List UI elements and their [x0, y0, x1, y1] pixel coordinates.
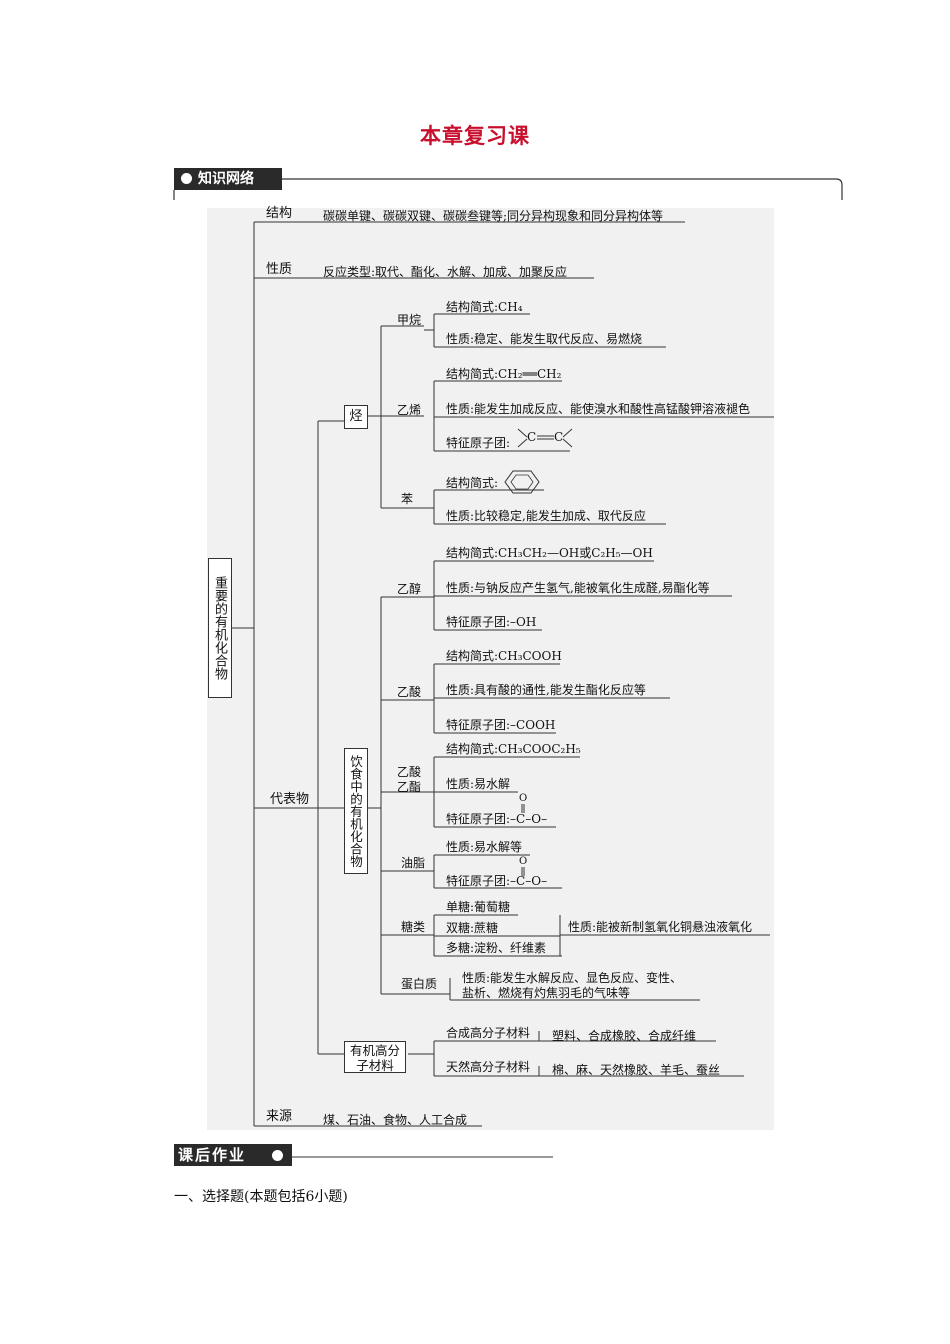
ethylene-formula: 结构简式:CH₂══CH₂ [446, 367, 562, 381]
sugar-property: 性质:能被新制氢氧化铜悬浊液氧化 [568, 920, 753, 934]
sugar-di: 双糖:蔗糖 [446, 921, 499, 935]
knowledge-map [207, 208, 774, 1130]
fat-label: 油脂 [401, 856, 426, 870]
methane-formula: 结构简式:CH₄ [446, 300, 523, 314]
section-heading: 一、选择题(本题包括6小题) [174, 1189, 348, 1205]
polymer-node: 有机高分 子材料 [344, 1041, 406, 1073]
ethylene-group-c1: C [527, 430, 537, 444]
ethyl-acetate-formula: 结构简式:CH₃COOC₂H₅ [446, 742, 581, 756]
root-label: 重要的有机化合物 [212, 576, 227, 680]
ethyl-acetate-label-2: 乙酯 [397, 780, 422, 794]
natural-polymer-label: 天然高分子材料 [446, 1060, 531, 1074]
methane-label: 甲烷 [397, 313, 422, 327]
protein-property-2: 盐析、燃烧有灼焦羽毛的气味等 [462, 986, 631, 1000]
hydrocarbon-node: 烃 [344, 405, 368, 429]
fat-o-mark: O [519, 856, 528, 867]
protein-label: 蛋白质 [401, 977, 438, 991]
food-node: 饮食中的有机化合物 [344, 748, 368, 874]
ethanol-formula: 结构简式:CH₃CH₂—OH或C₂H₅—OH [446, 546, 653, 560]
ethyl-acetate-group: 特征原子团:–C–O– [446, 812, 548, 826]
sugar-poly: 多糖:淀粉、纤维素 [446, 941, 547, 955]
benzene-formula-prefix: 结构简式: [446, 476, 499, 490]
ethylene-group-c2: C [554, 430, 564, 444]
ethylene-property: 性质:能发生加成反应、能使溴水和酸性高锰酸钾溶液褪色 [446, 402, 751, 416]
source-text: 煤、石油、食物、人工合成 [323, 1113, 468, 1127]
acetic-acid-group: 特征原子团:–COOH [446, 718, 556, 732]
ethyl-acetate-o-mark: O [519, 793, 528, 804]
ethanol-label: 乙醇 [397, 582, 422, 596]
acetic-acid-label: 乙酸 [397, 685, 422, 699]
polymer-label-1: 有机高分 [349, 1043, 400, 1058]
hydrocarbon-label: 烃 [349, 409, 363, 424]
homework-badge: 课后作业 [174, 1144, 292, 1166]
structure-text: 碳碳单键、碳碳双键、碳碳叁键等;同分异构现象和同分异构体等 [323, 209, 664, 223]
knowledge-network-badge: 知识网络 [174, 168, 282, 190]
knowledge-network-label: 知识网络 [198, 171, 254, 187]
benzene-property: 性质:比较稳定,能发生加成、取代反应 [446, 509, 646, 523]
representative-label: 代表物 [270, 792, 310, 807]
ethyl-acetate-property: 性质:易水解 [446, 777, 511, 791]
fat-property: 性质:易水解等 [446, 840, 523, 854]
bullet-icon [181, 173, 192, 184]
protein-property-1: 性质:能发生水解反应、显色反应、变性、 [462, 971, 683, 985]
page-title: 本章复习课 [420, 124, 530, 148]
ethylene-group-prefix: 特征原子团: [446, 436, 511, 450]
ethanol-property: 性质:与钠反应产生氢气,能被氧化生成醛,易酯化等 [446, 581, 710, 595]
fat-group: 特征原子团:–C–O– [446, 874, 548, 888]
structure-label: 结构 [266, 206, 293, 221]
sugar-label: 糖类 [401, 920, 426, 934]
property-label: 性质 [266, 262, 293, 277]
ethyl-acetate-label-1: 乙酸 [397, 765, 422, 779]
sugar-mono: 单糖:葡萄糖 [446, 900, 511, 914]
benzene-label: 苯 [401, 492, 414, 506]
bullet-icon [272, 1150, 283, 1161]
polymer-label-2: 子材料 [356, 1058, 394, 1073]
synthetic-polymer-label: 合成高分子材料 [446, 1026, 531, 1040]
ethanol-group: 特征原子团:–OH [446, 615, 537, 629]
property-text: 反应类型:取代、酯化、水解、加成、加聚反应 [323, 265, 568, 279]
acetic-acid-property: 性质:具有酸的通性,能发生酯化反应等 [446, 683, 646, 697]
methane-property: 性质:稳定、能发生取代反应、易燃烧 [446, 332, 643, 346]
root-node: 重要的有机化合物 [208, 558, 232, 698]
food-label: 饮食中的有机化合物 [348, 754, 363, 868]
synthetic-polymer-items: 塑料、合成橡胶、合成纤维 [552, 1029, 697, 1043]
natural-polymer-items: 棉、麻、天然橡胶、羊毛、蚕丝 [552, 1063, 721, 1077]
source-label: 来源 [266, 1109, 293, 1124]
homework-label: 课后作业 [178, 1146, 247, 1164]
acetic-acid-formula: 结构简式:CH₃COOH [446, 649, 562, 663]
ethylene-label: 乙烯 [397, 403, 422, 417]
